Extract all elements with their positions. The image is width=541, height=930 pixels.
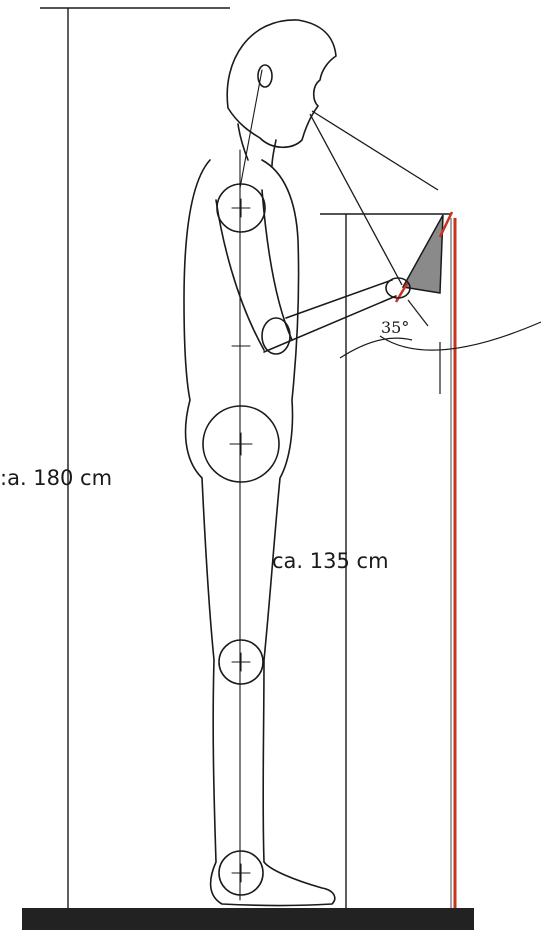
screen-angle-label: 35°	[381, 318, 410, 337]
person-figure	[183, 19, 411, 907]
angle-indicator	[339, 299, 541, 394]
floor-bar	[22, 908, 474, 930]
sight-lines	[309, 110, 439, 286]
person-height-label: :a. 180 cm	[0, 466, 113, 490]
kiosk-pole	[450, 218, 457, 908]
kiosk-height-label: ca. 135 cm	[272, 549, 389, 573]
kiosk-screen	[394, 211, 454, 303]
height-dimension-135	[320, 213, 452, 908]
height-dimension-180	[40, 7, 230, 908]
